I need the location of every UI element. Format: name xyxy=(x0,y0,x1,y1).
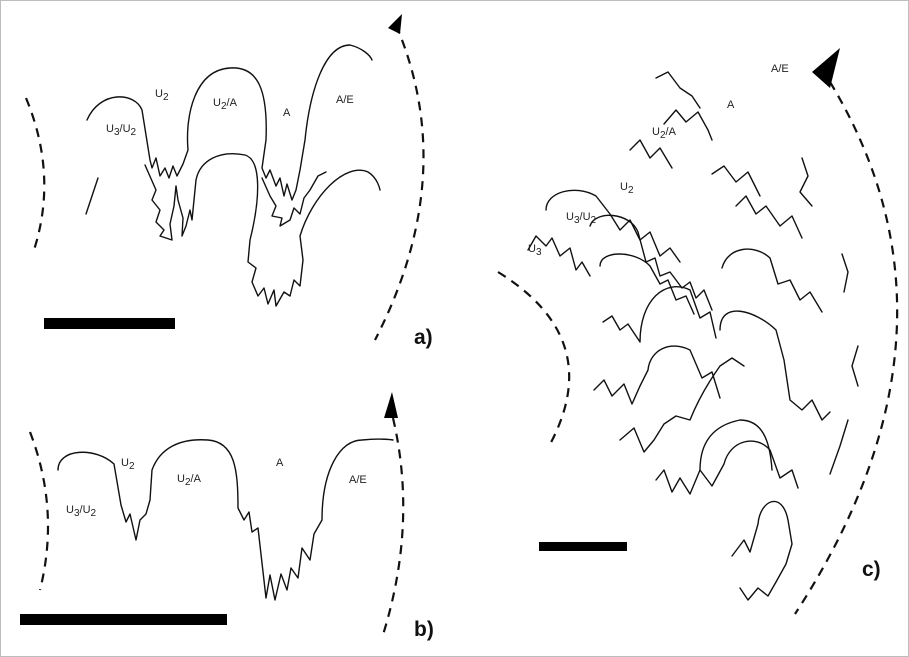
panel-c-saddle-label-0: U3 xyxy=(528,243,542,258)
panel-c-inner-whorl-dash xyxy=(498,272,569,448)
panel-a-suture-lower xyxy=(145,154,380,306)
panel-c-suture-10 xyxy=(732,501,792,600)
panel-a-saddle-label-3: A xyxy=(283,107,291,119)
panel-c-scale-bar xyxy=(539,542,627,551)
panel-b-saddle-label-2: U2/A xyxy=(177,473,202,488)
panel-c-saddle-label-1: U3/U2 xyxy=(566,211,597,226)
panel-a-outer-whorl-dash xyxy=(375,25,423,340)
panel-b-saddle-label-1: U2 xyxy=(121,457,135,472)
panel-c-saddle-label-2: U2 xyxy=(620,181,634,196)
panel-a-label: a) xyxy=(414,326,433,349)
panel-b-saddle-label-0: U3/U2 xyxy=(66,504,97,519)
panel-a-growth-arrow xyxy=(388,14,402,34)
panel-c-label: c) xyxy=(862,558,881,581)
panel-c-suture-19 xyxy=(842,254,848,292)
panel-a-saddle-label-2: U2/A xyxy=(213,97,238,112)
panel-b-saddle-label-4: A/E xyxy=(349,474,367,486)
panel-b-growth-arrow xyxy=(384,392,398,418)
panel-b-saddle-label-3: A xyxy=(276,457,284,469)
panel-a-scale-bar xyxy=(44,318,175,329)
panel-b-label: b) xyxy=(414,618,434,641)
panel-c-suture-11 xyxy=(720,311,830,420)
panel-a-saddle-label-4: A/E xyxy=(336,94,354,106)
panel-b-suture xyxy=(58,439,393,600)
panel-c-suture-7 xyxy=(620,358,744,452)
panel-a: U3/U2 U2 U2/A A A/E a) xyxy=(26,14,433,349)
panel-b-scale-bar xyxy=(20,614,227,625)
panel-a-saddle-label-1: U2 xyxy=(155,88,169,103)
panel-c-suture-12 xyxy=(722,249,822,312)
panel-c-saddle-label-5: A/E xyxy=(771,63,789,75)
panel-c-saddle-label-3: U2/A xyxy=(652,126,677,141)
panel-a-inner-whorl-dash xyxy=(26,98,44,250)
panel-c-suture-17 xyxy=(630,140,672,168)
panel-b-outer-whorl-dash xyxy=(382,418,403,638)
panel-c-suture-18 xyxy=(800,158,812,206)
panel-b-inner-whorl-dash xyxy=(30,432,48,590)
panel-c-suture-21 xyxy=(830,420,848,474)
panel-c-outer-whorl-dash xyxy=(795,82,897,614)
panel-c-suture-3 xyxy=(590,215,712,310)
panel-c-suture-13 xyxy=(736,196,802,238)
panel-c-suture-16 xyxy=(656,72,700,108)
panel-a-saddle-label-0: U3/U2 xyxy=(106,123,137,138)
panel-c-suture-8 xyxy=(656,441,798,494)
panel-c-suture-20 xyxy=(852,346,858,386)
panel-c-suture-14 xyxy=(712,166,760,196)
panel-a-suture-mid xyxy=(262,172,326,226)
panel-b: U3/U2 U2 U2/A A A/E b) xyxy=(20,392,434,641)
panel-c-saddle-label-4: A xyxy=(727,99,735,111)
panel-c-suture-4 xyxy=(600,254,694,314)
panel-c: U3 U3/U2 U2 U2/A A A/E c) xyxy=(498,48,897,614)
panel-c-growth-arrow xyxy=(812,48,840,88)
panel-a-suture-fragment xyxy=(86,178,98,214)
